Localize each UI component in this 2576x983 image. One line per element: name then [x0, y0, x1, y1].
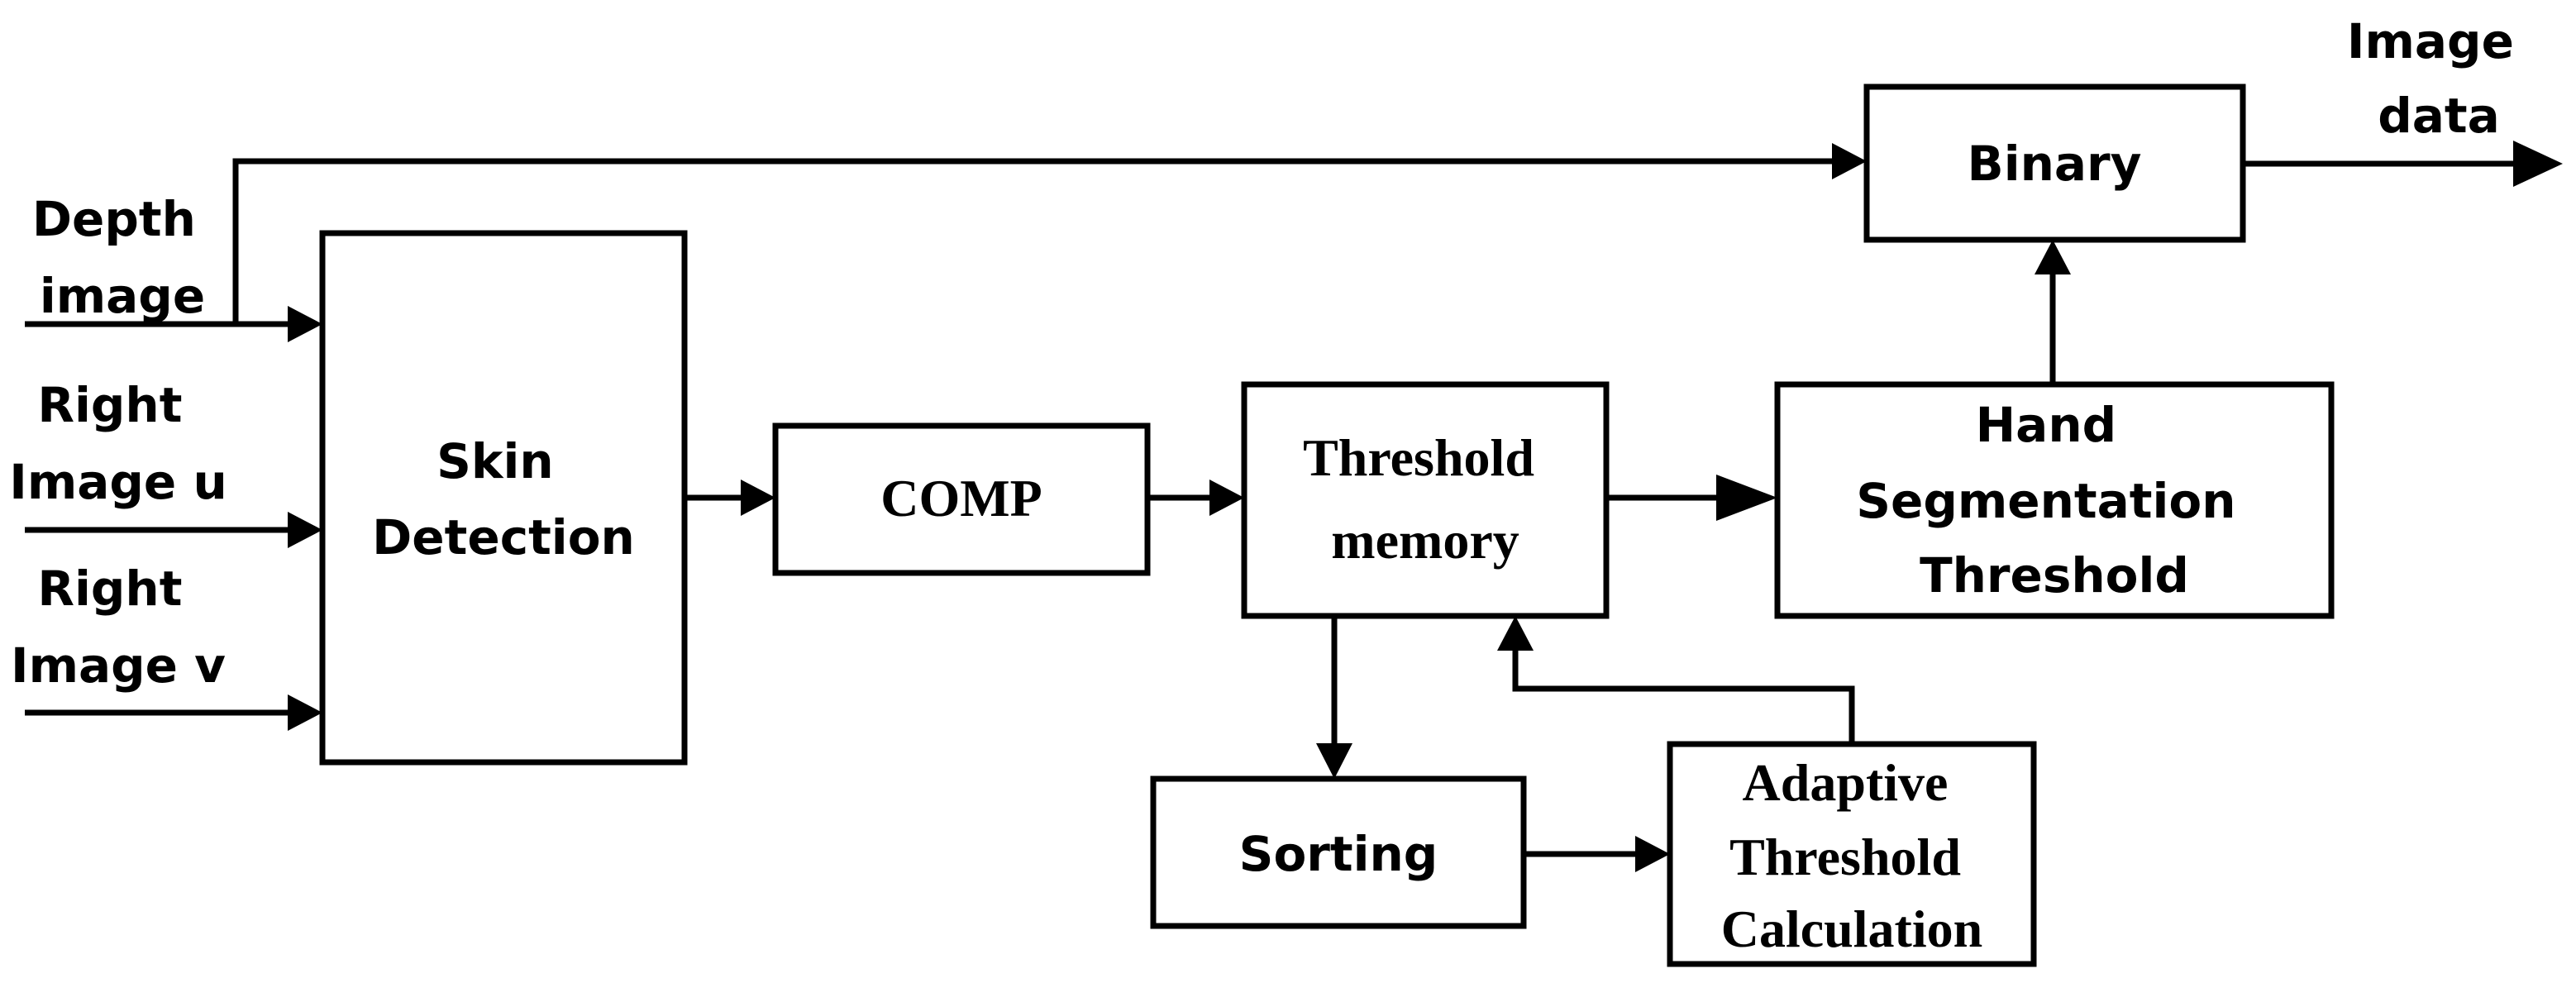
sorting-label: Sorting [1239, 826, 1438, 882]
arrowhead-sorting [1316, 743, 1352, 779]
arrowhead-right-v [288, 694, 322, 731]
hand-segmentation-label: Hand Segmentation Threshold [1856, 397, 2253, 604]
depth-bypass-line [232, 158, 1835, 324]
arrowhead-threshold [1209, 480, 1244, 516]
adaptive-block [1667, 741, 2037, 967]
arrowhead-hand [1716, 475, 1777, 521]
threshold-memory-block [1241, 381, 1610, 619]
depth-image-label: Depth image [32, 191, 212, 324]
image-data-label: Image data [2347, 13, 2531, 144]
binary-label: Binary [1968, 136, 2142, 192]
arrowhead-bypass [1832, 143, 1867, 179]
arrowhead-right-u [288, 512, 322, 548]
skin-detection-block [319, 230, 688, 766]
arrowhead-comp [741, 480, 775, 516]
arrowhead-output [2513, 141, 2563, 187]
threshold-memory-label: Threshold memory [1303, 428, 1548, 570]
arrowhead-depth [288, 306, 322, 342]
arrowhead-adaptive [1635, 836, 1670, 872]
arrowhead-binary [2035, 240, 2071, 274]
right-image-u-label: Right Image u [9, 377, 227, 510]
skin-detection-label: Skin Detection [372, 433, 635, 565]
comp-block [772, 422, 1151, 576]
arrowhead-feedback [1497, 616, 1534, 651]
adaptive-threshold-label: Adaptive Threshold Calculation [1721, 753, 1982, 958]
adaptive-feedback-line [1512, 649, 1855, 744]
comp-label: COMP [880, 469, 1042, 527]
binary-block [1863, 84, 2246, 243]
right-image-v-label: Right Image v [11, 561, 226, 694]
hand-segmentation-block [1774, 381, 2335, 619]
